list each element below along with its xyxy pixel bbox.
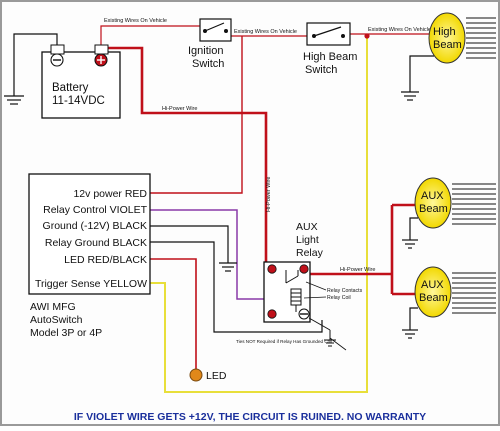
relay-title-2: Light bbox=[296, 234, 319, 246]
pin-led-label: LED RED/BLACK bbox=[64, 254, 147, 266]
pin-12v-power-label: 12v power RED bbox=[73, 188, 147, 200]
existing-wires-label-3: Existing Wires On Vehicle bbox=[368, 27, 431, 33]
warning-text: IF VIOLET WIRE GETS +12V, THE CIRCUIT IS… bbox=[74, 411, 426, 423]
relay-control-violet-wire bbox=[150, 209, 266, 300]
junction-dot bbox=[364, 33, 370, 39]
aux-beam-top-rays-icon bbox=[452, 183, 496, 225]
relay-coil-icon bbox=[285, 270, 302, 312]
aux-beam-bottom-ground-icon bbox=[402, 307, 418, 339]
aux-beam-bottom-label-2: Beam bbox=[419, 292, 448, 304]
high-beam-lamp: High Beam bbox=[401, 12, 496, 101]
led-icon bbox=[189, 368, 203, 382]
aux-light-relay: AUX Light Relay Relay Contacts Relay Coi… bbox=[236, 221, 363, 351]
high-beam-ground-icon bbox=[401, 55, 434, 101]
relay-coil-label: Relay Coil bbox=[327, 295, 351, 301]
high-beam-switch: High Beam Switch bbox=[303, 22, 357, 76]
battery-ground-wire bbox=[4, 33, 58, 105]
relay-ground-wire bbox=[150, 241, 323, 333]
ignition-label: Ignition bbox=[188, 45, 223, 57]
hi-power-wire-battery-to-relay bbox=[101, 46, 268, 268]
module-model-label: Model 3P or 4P bbox=[30, 327, 102, 339]
module-maker-label: AWI MFG bbox=[30, 301, 76, 313]
relay-terminal-86-icon bbox=[267, 309, 277, 319]
high-beam-label-1: High bbox=[433, 26, 456, 38]
aux-beam-top-lamp: AUX Beam bbox=[402, 177, 496, 249]
aux-beam-bottom-rays-icon bbox=[452, 272, 496, 314]
pin-relay-ground-label: Relay Ground BLACK bbox=[45, 237, 147, 249]
hi-power-wire-relay-to-aux bbox=[308, 203, 416, 296]
aux-beam-bottom-label-1: AUX bbox=[421, 279, 444, 291]
pin-trigger-sense-label: Trigger Sense YELLOW bbox=[35, 278, 147, 290]
existing-wires-label-2: Existing Wires On Vehicle bbox=[234, 29, 297, 35]
led-red-black-wire bbox=[150, 258, 197, 370]
ignition-switch-label: Switch bbox=[192, 58, 224, 70]
module-ground-wire bbox=[150, 225, 237, 272]
relay-title-1: AUX bbox=[296, 221, 318, 233]
relay-title-3: Relay bbox=[296, 247, 324, 259]
relay-tie-note: Ties NOT Required if Relay Has Grounded … bbox=[236, 339, 332, 344]
module-12v-power-wire bbox=[150, 36, 243, 194]
existing-wire-battery-to-ignition bbox=[100, 25, 200, 48]
high-beam-switch-label-2: Switch bbox=[305, 64, 337, 76]
relay-terminal-30-icon bbox=[267, 264, 277, 274]
led-indicator: LED bbox=[189, 368, 227, 382]
battery: Battery 11-14VDC bbox=[41, 44, 121, 119]
battery-label: Battery bbox=[52, 82, 89, 94]
high-beam-rays-icon bbox=[466, 17, 496, 59]
hi-power-wire-label-1: Hi-Power Wire bbox=[162, 106, 197, 112]
existing-wires-label-1: Existing Wires On Vehicle bbox=[104, 18, 167, 24]
aux-beam-bottom-lamp: AUX Beam bbox=[402, 266, 496, 339]
awi-autoswitch-module: 12v power RED Relay Control VIOLET Groun… bbox=[28, 173, 151, 339]
relay-terminal-87-icon bbox=[299, 264, 309, 274]
ignition-switch: Ignition Switch bbox=[188, 18, 232, 70]
led-label: LED bbox=[206, 370, 227, 382]
high-beam-label-2: Beam bbox=[433, 39, 462, 51]
relay-ground-tie-icon bbox=[308, 317, 336, 347]
battery-voltage-label: 11-14VDC bbox=[52, 95, 105, 107]
aux-beam-top-label-1: AUX bbox=[421, 190, 444, 202]
hi-power-wire-label-2: Hi-Power Wire bbox=[266, 177, 272, 212]
pin-ground-label: Ground (-12V) BLACK bbox=[43, 220, 147, 232]
relay-contacts-label: Relay Contacts bbox=[327, 288, 363, 294]
pin-relay-control-label: Relay Control VIOLET bbox=[43, 204, 147, 216]
aux-beam-top-ground-icon bbox=[402, 217, 418, 249]
module-product-label: AutoSwitch bbox=[30, 314, 83, 326]
aux-beam-top-label-2: Beam bbox=[419, 203, 448, 215]
hi-power-wire-label-3: Hi-Power Wire bbox=[340, 267, 375, 273]
high-beam-switch-label-1: High Beam bbox=[303, 51, 357, 63]
